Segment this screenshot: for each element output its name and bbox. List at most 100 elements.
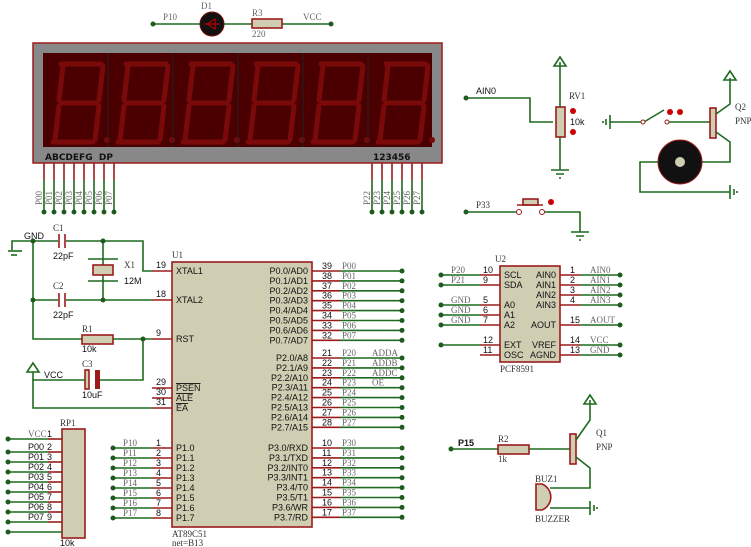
pin-label: 11 xyxy=(322,448,331,458)
led-circuit[interactable]: P10 D1 VCC R3 220 xyxy=(150,1,334,39)
segment-e xyxy=(52,103,62,143)
pin-label: 4 xyxy=(47,462,52,472)
component-ref: Q1 xyxy=(596,428,607,438)
junction xyxy=(399,337,405,343)
junction xyxy=(399,355,405,361)
probe-icon xyxy=(548,199,554,205)
pin-label: P26 xyxy=(402,190,412,205)
junction xyxy=(51,209,57,215)
pin-label: OE xyxy=(372,378,384,388)
wire xyxy=(11,240,58,250)
decimal-point xyxy=(299,137,305,143)
junction xyxy=(399,327,405,333)
vcc-arrow-icon xyxy=(582,393,598,405)
pin-label: A2 xyxy=(504,320,515,330)
capacitor-c3-neg xyxy=(95,370,100,389)
pin-label: 19 xyxy=(156,260,166,270)
net-label: P10 xyxy=(163,12,178,22)
pin-label: P3.4/T0 xyxy=(276,483,308,493)
decimal-point xyxy=(429,137,435,143)
junction xyxy=(110,455,116,461)
switch-contact xyxy=(640,119,646,125)
pin-label: P14 xyxy=(123,478,138,488)
pin-label: 13 xyxy=(322,468,332,478)
pin-label: P0.5/AD5 xyxy=(269,316,308,326)
junction xyxy=(399,475,405,481)
component-ref: U1 xyxy=(172,250,183,260)
pin-label: 10 xyxy=(483,265,493,275)
probe-icon xyxy=(677,109,683,115)
ic-u1[interactable]: U1 AT89C51 net=B13 xyxy=(171,250,313,547)
junction xyxy=(399,298,405,304)
pin-label: 12 xyxy=(322,458,332,468)
digit xyxy=(375,61,435,145)
junction xyxy=(399,318,405,323)
pin-label: P0.2/AD2 xyxy=(269,286,308,296)
junction xyxy=(61,209,67,215)
pin-label: P31 xyxy=(342,448,356,458)
junction xyxy=(399,414,405,420)
junction xyxy=(399,375,405,381)
segment-e xyxy=(247,103,257,143)
segment-c xyxy=(92,103,102,143)
pin-label: P00 xyxy=(34,190,44,205)
input-circuit[interactable]: RV1 10k AIN0 Q2 PNP P33 xyxy=(463,55,751,241)
pin-label: 27 xyxy=(322,407,332,417)
pin-label: 2 xyxy=(156,448,161,458)
pin-label: 8 xyxy=(156,508,161,518)
junction xyxy=(369,209,375,215)
pin-label: P27 xyxy=(412,190,422,205)
switch-contact xyxy=(664,119,670,125)
push-button-p33[interactable] xyxy=(522,198,539,206)
wire xyxy=(32,241,82,340)
pin-label: 15 xyxy=(570,315,580,325)
pin-label: P2.5/A13 xyxy=(271,403,308,413)
component-value: 22pF xyxy=(53,251,74,261)
pin-label: GND xyxy=(590,345,610,355)
junction xyxy=(399,385,405,391)
pin-label: 26 xyxy=(322,398,332,408)
pin-label: 13 xyxy=(570,345,580,355)
oscillator-reset-circuit[interactable]: GND C1 22pF C2 22pF X1 12M R1 10k C3 10u… xyxy=(8,223,152,409)
u2-body xyxy=(499,265,561,363)
pin-label: 28 xyxy=(322,417,332,427)
pin-label: P1.5 xyxy=(176,493,195,503)
junction xyxy=(389,209,395,215)
pin-label: 9 xyxy=(483,275,488,285)
segment-e xyxy=(182,103,192,143)
pin-label: ADDA xyxy=(372,348,398,358)
wire xyxy=(100,339,144,381)
pin-label: P33 xyxy=(342,468,357,478)
buzzer-circuit[interactable]: P15 R2 1k Q1 PNP BUZ1 BUZZER xyxy=(448,393,613,524)
pin-label: P36 xyxy=(342,497,357,507)
junction xyxy=(5,519,11,525)
segment-e xyxy=(312,103,322,143)
segment-b xyxy=(291,63,301,103)
segment-c xyxy=(352,103,362,143)
pin-label: P0.3/AD3 xyxy=(269,296,308,306)
pin-label: 5 xyxy=(156,478,161,488)
junction xyxy=(617,282,623,288)
decimal-point xyxy=(364,137,370,143)
segment-b xyxy=(356,63,366,103)
pin-label: P07 xyxy=(104,190,114,205)
ic-u2[interactable]: U2 PCF8591 xyxy=(495,254,561,374)
pin-label: P01 xyxy=(28,452,44,462)
decimal-point xyxy=(104,137,110,143)
pin-label: P05 xyxy=(84,190,94,205)
switch-lever[interactable] xyxy=(643,109,665,123)
pin-label: P1.2 xyxy=(176,463,195,473)
pin-label: P04 xyxy=(74,190,84,205)
segment-c xyxy=(222,103,232,143)
pin-label: AGND xyxy=(530,350,557,360)
junction xyxy=(399,365,405,371)
pin-label: VREF xyxy=(532,340,557,350)
pin-label: P03 xyxy=(64,190,74,205)
resistor-pack-rp1[interactable]: RP1 10k xyxy=(60,418,86,547)
pin-label: P22 xyxy=(362,191,372,205)
pin-label: 14 xyxy=(322,478,332,488)
junction xyxy=(438,312,444,318)
pin-label: 25 xyxy=(322,388,332,398)
probe-icon xyxy=(667,109,673,115)
pin-label: AIN3 xyxy=(536,300,556,310)
